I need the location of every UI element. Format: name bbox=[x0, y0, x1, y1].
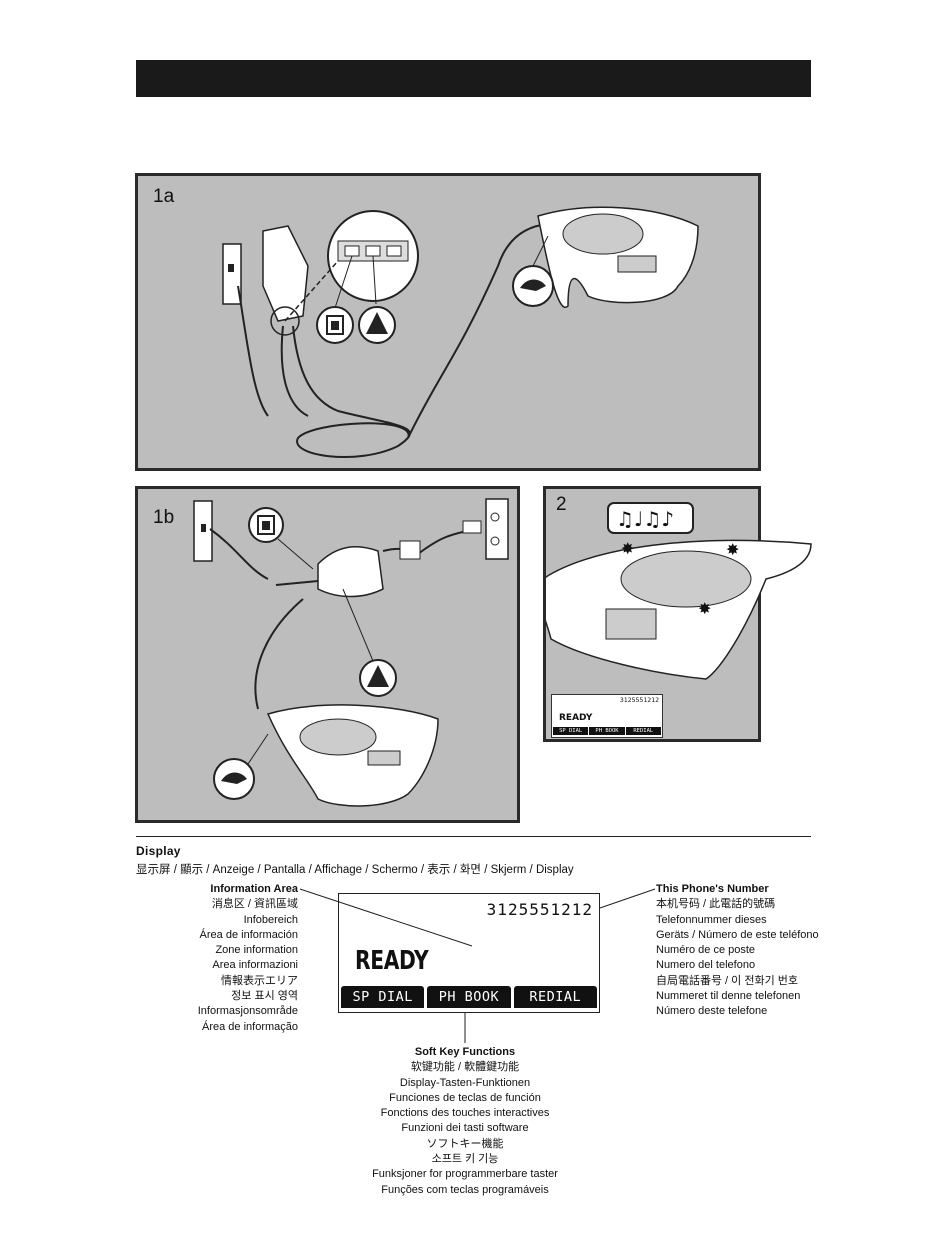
header-bar bbox=[136, 60, 811, 97]
soft-key-functions-line: ソフトキー機能 bbox=[426, 1137, 504, 1150]
soft-key-functions-line: Funksjoner for programmerbare taster bbox=[372, 1168, 558, 1181]
phone-number-line: Telefonnummer dieses bbox=[656, 913, 767, 926]
phone-number-line: Número deste telefone bbox=[656, 1005, 768, 1018]
information-area-line: Infobereich bbox=[243, 913, 298, 926]
soft-key-functions-head: Soft Key Functions bbox=[414, 1046, 516, 1058]
phone-number-line: 自局電話番号 / 이 전화기 번호 bbox=[656, 974, 798, 987]
wall-jack bbox=[222, 243, 242, 305]
phone-number-line: Nummeret til denne telefonen bbox=[656, 990, 801, 1003]
power-module bbox=[317, 546, 384, 598]
mini-softkey-sp-dial: SP DIAL bbox=[553, 727, 589, 735]
phone-number-head: This Phone's Number bbox=[656, 883, 769, 895]
cable bbox=[237, 285, 269, 417]
phone-number-line: Numéro de ce poste bbox=[656, 944, 756, 957]
display-section-languages: 显示屏 / 顯示 / Anzeige / Pantalla / Affichag… bbox=[136, 864, 574, 876]
soft-key-functions-line: Display-Tasten-Funktionen bbox=[399, 1076, 531, 1089]
soft-key-functions-line: 软键功能 / 軟體鍵功能 bbox=[410, 1061, 520, 1074]
illustration-1b bbox=[193, 498, 509, 807]
mini-softkey-ph-book: PH BOOK bbox=[589, 727, 625, 735]
information-area-line: Informasjonsområde bbox=[197, 1005, 298, 1018]
soft-key-functions-line: 소프트 키 기능 bbox=[431, 1153, 499, 1166]
illustration-2: ♫♩♫♪ ✸ ✸ ✸ bbox=[546, 502, 812, 680]
panel-1a: 1a bbox=[135, 173, 761, 471]
lcd-display: 3125551212 READY SP DIAL PH BOOK REDIAL bbox=[338, 893, 600, 1013]
svg-text:✸: ✸ bbox=[621, 541, 634, 558]
panel-2-label: 2 bbox=[556, 494, 567, 515]
panel-1a-label: 1a bbox=[153, 186, 175, 207]
information-area-line: Área de información bbox=[199, 928, 298, 941]
panel-1b: 1b bbox=[135, 486, 520, 823]
mini-phone-number: 3125551212 bbox=[619, 696, 659, 704]
panel-1b-label: 1b bbox=[153, 507, 175, 528]
soft-key-functions-line: Fonctions des touches interactives bbox=[380, 1107, 550, 1120]
svg-text:♫♩♫♪: ♫♩♫♪ bbox=[616, 507, 674, 531]
soft-key-functions-labels: Soft Key Functions 软键功能 / 軟體鍵功能 Display-… bbox=[330, 1045, 600, 1198]
soft-key-functions-line: Funzioni dei tasti software bbox=[401, 1122, 529, 1135]
information-area-line: 消息区 / 資訊區域 bbox=[211, 898, 298, 911]
softkey-bar: SP DIAL PH BOOK REDIAL bbox=[341, 986, 597, 1008]
information-area-line: 정보 표시 영역 bbox=[231, 990, 298, 1003]
ring-tone-bubble bbox=[607, 502, 694, 534]
softkey-redial[interactable]: REDIAL bbox=[513, 986, 597, 1008]
mini-status: READY bbox=[559, 713, 593, 723]
information-area-head: Information Area bbox=[210, 883, 298, 895]
phone-number-line: 本机号码 / 此電話的號碼 bbox=[656, 898, 776, 911]
information-area-line: 情報表示エリア bbox=[221, 974, 298, 987]
mini-softkey-redial: REDIAL bbox=[625, 727, 661, 735]
information-area-labels: Information Area 消息区 / 資訊區域 Infobereich … bbox=[136, 882, 298, 1035]
svg-text:✸: ✸ bbox=[698, 601, 711, 618]
lcd-status: READY bbox=[355, 946, 429, 976]
svg-text:✸: ✸ bbox=[726, 542, 739, 559]
section-divider bbox=[136, 836, 811, 837]
display-section-title: Display bbox=[136, 844, 181, 858]
phone-number-line: Geräts / Número de este teléfono bbox=[656, 928, 819, 941]
power-adapter bbox=[262, 225, 309, 322]
softkey-sp-dial[interactable]: SP DIAL bbox=[341, 986, 425, 1008]
wall-outlet bbox=[485, 498, 509, 560]
soft-key-functions-line: Funções com teclas programáveis bbox=[381, 1183, 549, 1196]
information-area-line: Area informazioni bbox=[212, 959, 298, 972]
lcd-phone-number: 3125551212 bbox=[486, 900, 593, 919]
information-area-line: Zone information bbox=[215, 944, 298, 957]
softkey-ph-book[interactable]: PH BOOK bbox=[427, 986, 511, 1008]
phone-number-labels: This Phone's Number 本机号码 / 此電話的號碼 Telefo… bbox=[656, 882, 856, 1020]
information-area-line: Área de informação bbox=[202, 1020, 298, 1033]
illustration-1a bbox=[222, 206, 699, 458]
soft-key-functions-line: Funciones de teclas de función bbox=[389, 1091, 541, 1104]
phone-number-line: Numero del telefono bbox=[656, 959, 756, 972]
mini-display: 3125551212 READY SP DIAL PH BOOK REDIAL bbox=[551, 694, 663, 738]
